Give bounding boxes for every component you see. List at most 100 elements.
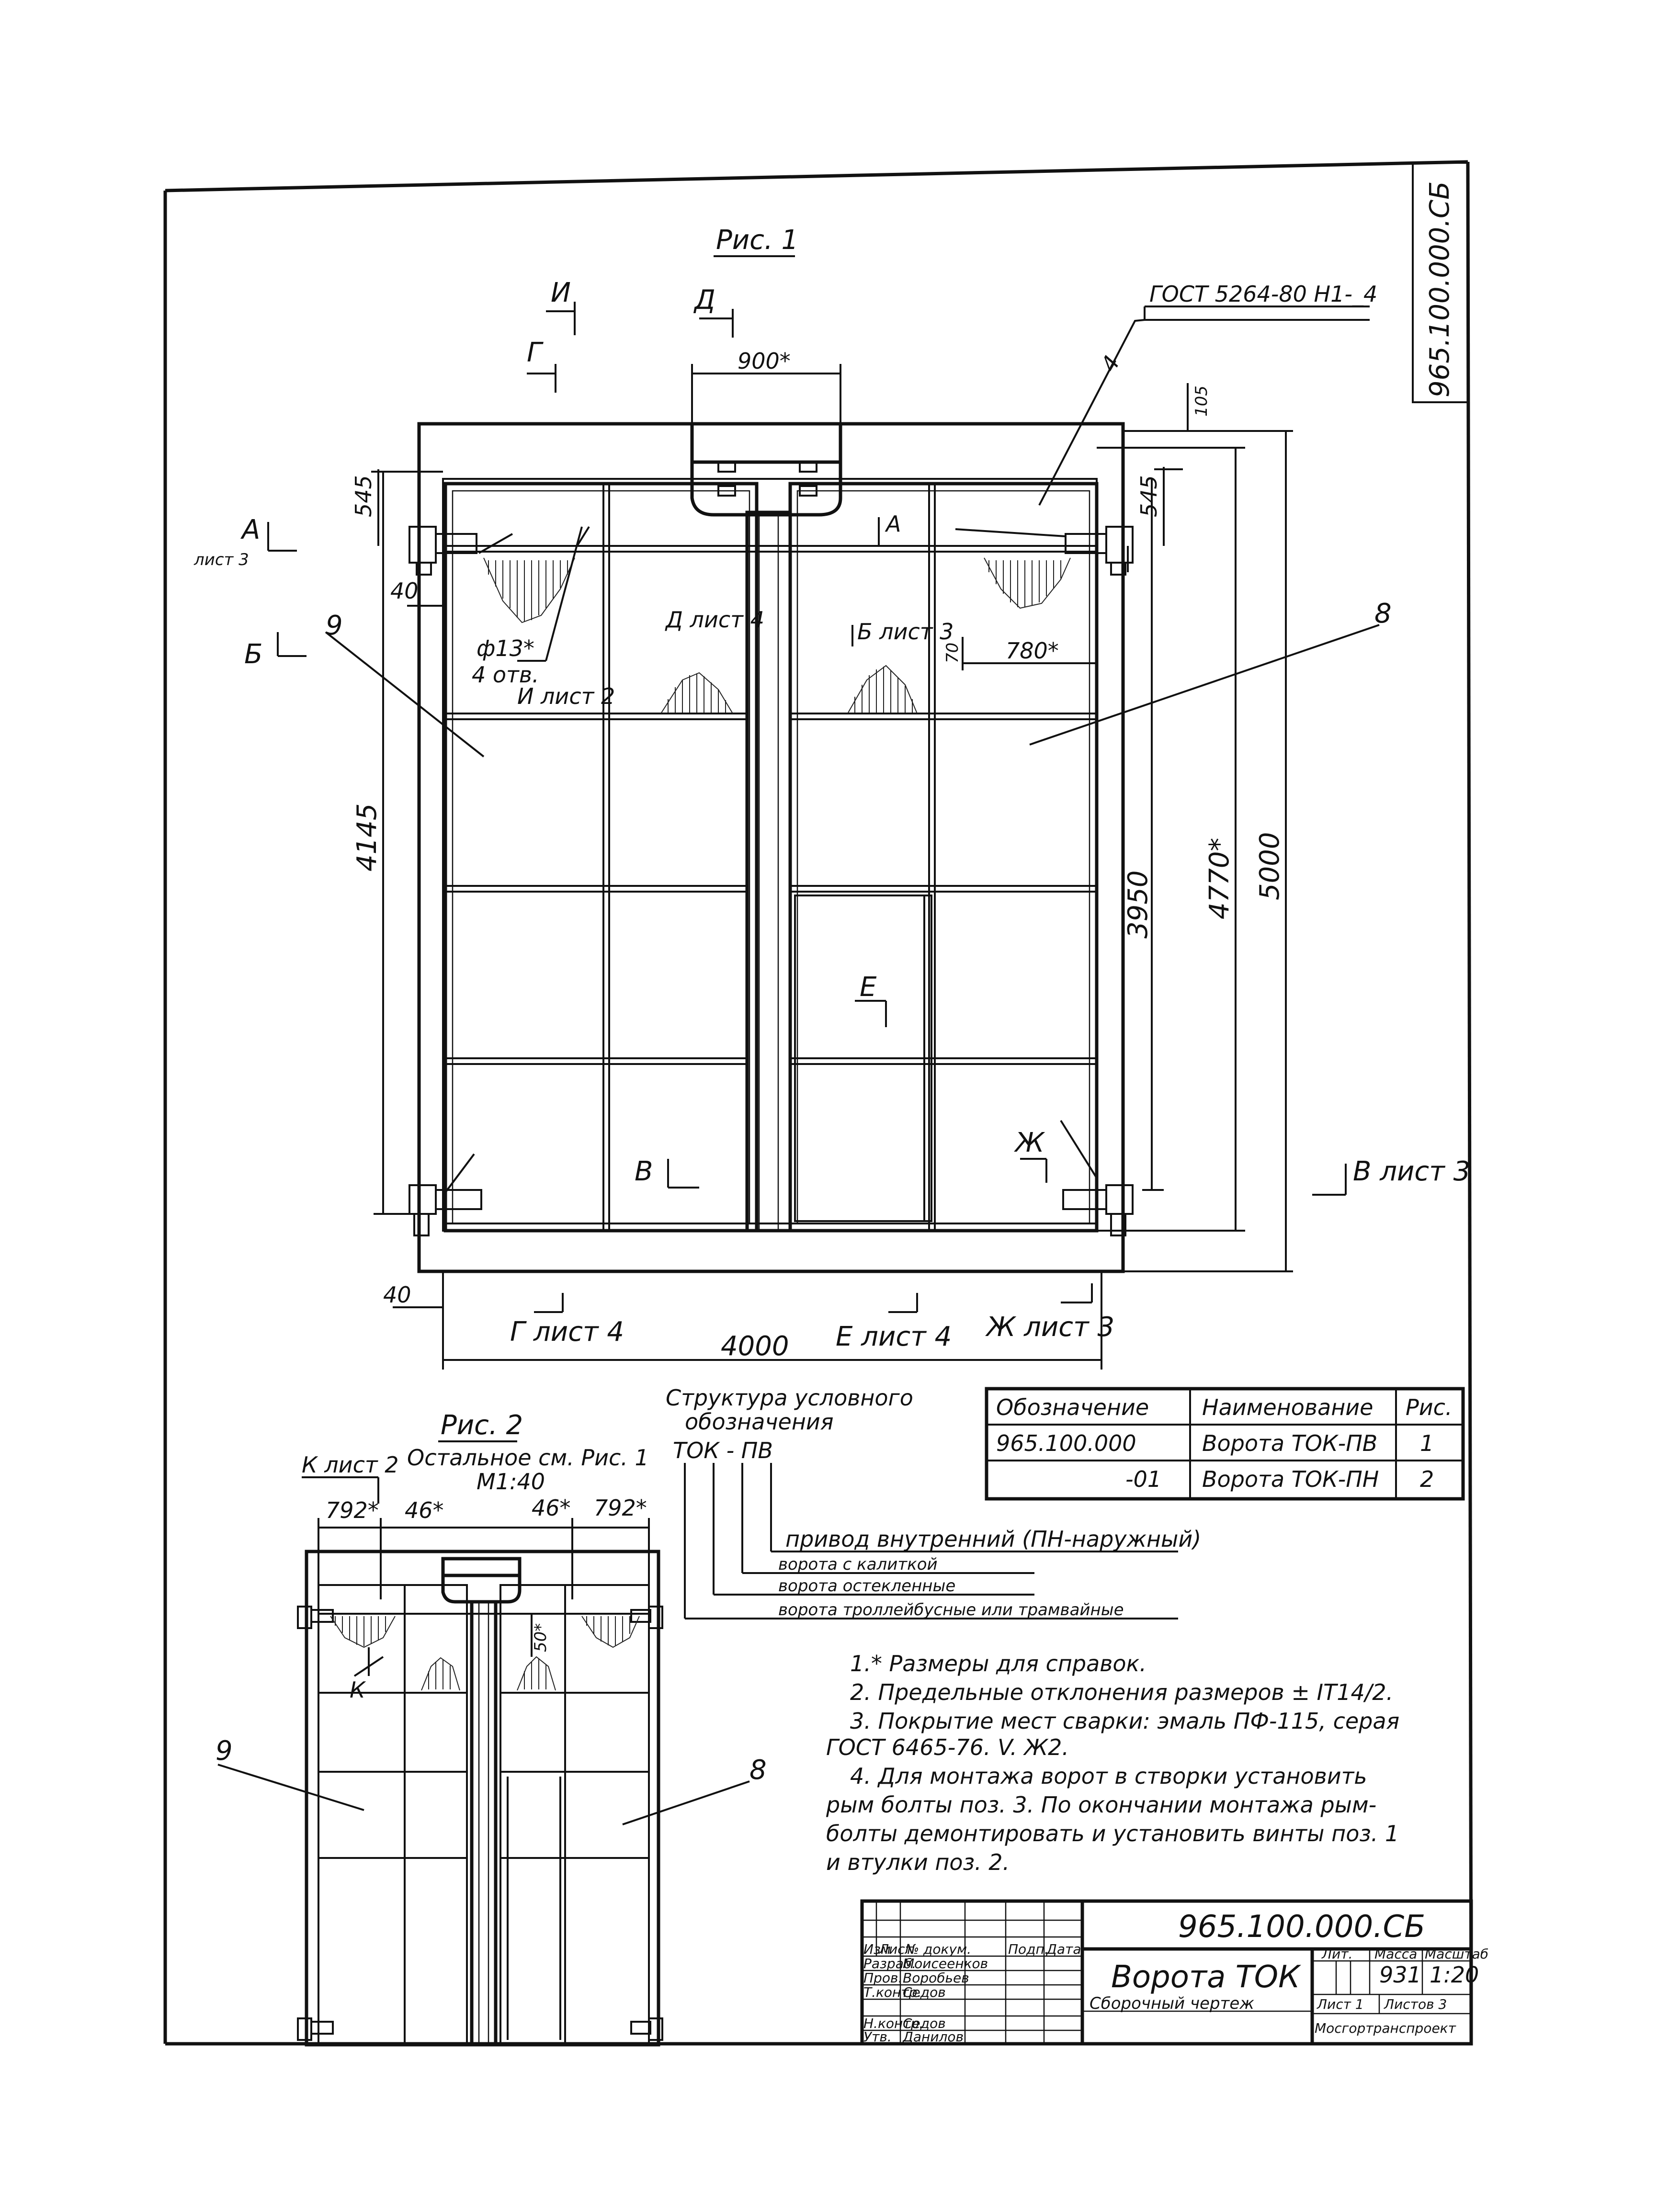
tb-mass: 931 — [1379, 1962, 1421, 1988]
view-I: И — [551, 277, 571, 308]
side-doc-code: 965.100.000.СБ — [1424, 181, 1455, 397]
leader-4: 4 — [1096, 351, 1125, 376]
view-V-ref: В лист 3 — [1353, 1156, 1470, 1187]
drawing-frame — [163, 160, 1473, 2046]
tb-code: 965.100.000.СБ — [1178, 1909, 1425, 1945]
tb-name: Ворота ТОК — [1111, 1959, 1301, 1995]
drive-unit — [690, 422, 842, 517]
dim-545-left: 545 — [351, 475, 376, 517]
structure-title-1: Структура условного — [666, 1385, 913, 1411]
tb-sheet: Лист 1 — [1317, 1996, 1364, 2012]
tb-org: Мосгортранспроект — [1315, 2020, 1456, 2036]
variants-header-0: Обозначение — [996, 1394, 1149, 1420]
variants-r0-c2: 1 — [1420, 1430, 1434, 1456]
title-block: 965.100.000.СБ Ворота ТОК Сборочный черт… — [860, 1899, 1488, 2046]
dim-780: 780* — [1006, 638, 1059, 664]
hinge-bottom-left — [409, 1184, 482, 1236]
view-D: Д — [693, 284, 715, 316]
fig1-leaders — [325, 306, 1380, 1193]
tb-col-date: Дата — [1045, 1941, 1081, 1957]
view-Zh-ref: Ж лист 3 — [985, 1312, 1114, 1343]
technical-notes: 1.* Размеры для справок. 2. Предельные о… — [826, 1651, 1399, 1875]
structure-item-1: привод внутренний (ПН-наружный) — [785, 1526, 1201, 1552]
tb-scale: 1:20 — [1430, 1962, 1479, 1988]
tb-name-4: Данилов — [902, 2029, 964, 2045]
variants-r1-c0: -01 — [1125, 1466, 1161, 1492]
gost-label: ГОСТ 5264-80 Н1-_4 — [1149, 281, 1377, 307]
view-I-ref: И лист 2 — [517, 683, 615, 709]
variants-r1-c1: Ворота ТОК-ПН — [1202, 1466, 1379, 1492]
structure-code: ТОК - ПВ — [673, 1438, 773, 1463]
variants-header-2: Рис. — [1406, 1394, 1453, 1420]
tb-name-3: Седов — [903, 2016, 946, 2031]
fig2-dim-792a: 792* — [326, 1497, 379, 1523]
leaf-right — [788, 482, 1099, 1233]
view-E: Е — [860, 972, 877, 1003]
view-A-inner: А — [885, 511, 901, 537]
wicket-door — [794, 895, 932, 1222]
tb-col-sign: Подп. — [1008, 1941, 1049, 1957]
tb-role-2: Т.контр. — [863, 1984, 921, 2000]
tb-name-0: Моисеенков — [903, 1956, 988, 1971]
fig1-dimensions — [371, 364, 1293, 1370]
fig2-scale: М1:40 — [477, 1469, 545, 1495]
fig2-pos-9: 9 — [216, 1735, 233, 1767]
tb-role-1: Пров. — [863, 1970, 902, 1986]
fig1-pos-9: 9 — [326, 610, 343, 641]
tb-col-list: Лист — [878, 1941, 913, 1957]
tb-sheets: Листов 3 — [1384, 1996, 1447, 2012]
fig2-dim-46a: 46* — [405, 1497, 444, 1523]
fig2-dim-46b: 46* — [532, 1495, 571, 1521]
hole-count: 4 отв. — [472, 662, 539, 688]
dim-3950: 3950 — [1123, 870, 1154, 939]
view-E-ref: Е лист 4 — [836, 1321, 952, 1352]
tb-col-izm: Изм — [863, 1941, 891, 1957]
view-D-ref: Д лист 4 — [665, 607, 764, 633]
dim-545-right: 545 — [1136, 475, 1162, 517]
view-B-ref: Б лист 3 — [857, 619, 954, 645]
view-A-sheet: лист 3 — [193, 550, 249, 569]
leaf-left — [443, 482, 759, 1233]
dim-40-bottom: 40 — [383, 1282, 411, 1308]
figure-2: Рис. 2 Остальное см. Рис. 1 М1:40 К лист… — [216, 1410, 767, 2047]
tb-name-1: Воробьев — [903, 1970, 969, 1986]
dim-5000: 5000 — [1254, 832, 1285, 900]
note-line-4: ГОСТ 6465-76. V. Ж2. — [826, 1734, 1069, 1760]
dim-4000: 4000 — [721, 1331, 789, 1362]
centre-post — [745, 510, 792, 1233]
section-markers — [267, 302, 1347, 1313]
dim-900: 900* — [738, 348, 791, 374]
view-V: В — [635, 1156, 653, 1187]
dim-4770: 4770* — [1204, 838, 1235, 919]
fig1-title: Рис. 1 — [716, 225, 798, 256]
tb-role-0: Разраб. — [863, 1956, 916, 1971]
view-A: А — [240, 514, 260, 545]
tb-lit: Лит. — [1321, 1946, 1352, 1962]
view-Zh: Ж — [1014, 1127, 1045, 1158]
fig2-K-ref: К лист 2 — [302, 1452, 399, 1478]
note-line-5: 4. Для монтажа ворот в створки установит… — [850, 1763, 1367, 1789]
tb-name-2: Седов — [903, 1984, 946, 2000]
variants-r0-c1: Ворота ТОК-ПВ — [1202, 1430, 1377, 1456]
dim-4145: 4145 — [352, 803, 383, 872]
structure-item-3: ворота остекленные — [778, 1576, 955, 1596]
hole-diameter: ф13* — [477, 635, 534, 661]
view-B: Б — [244, 639, 262, 670]
fig2-pos-8: 8 — [749, 1755, 767, 1786]
fig2-note: Остальное см. Рис. 1 — [407, 1445, 649, 1471]
fig2-title: Рис. 2 — [441, 1410, 523, 1441]
structure-item-4: ворота троллейбусные или трамвайные — [778, 1600, 1124, 1619]
fig1-pos-8: 8 — [1374, 598, 1392, 629]
note-line-3: 3. Покрытие мест сварки: эмаль ПФ-115, с… — [850, 1708, 1399, 1734]
note-line-6: рым болты поз. 3. По окончании монтажа р… — [826, 1792, 1376, 1818]
fig2-K: К — [350, 1677, 366, 1703]
note-line-2: 2. Предельные отклонения размеров ± IT14… — [850, 1679, 1393, 1705]
dim-40-left: 40 — [390, 578, 419, 604]
note-line-8: и втулки поз. 2. — [826, 1849, 1010, 1875]
dim-105: 105 — [1192, 385, 1211, 417]
structure-item-2: ворота с калиткой — [778, 1555, 938, 1574]
tb-col-doc: № докум. — [904, 1941, 971, 1957]
dim-70: 70 — [943, 643, 962, 663]
variants-table: Обозначение Наименование Рис. 965.100.00… — [985, 1387, 1465, 1501]
